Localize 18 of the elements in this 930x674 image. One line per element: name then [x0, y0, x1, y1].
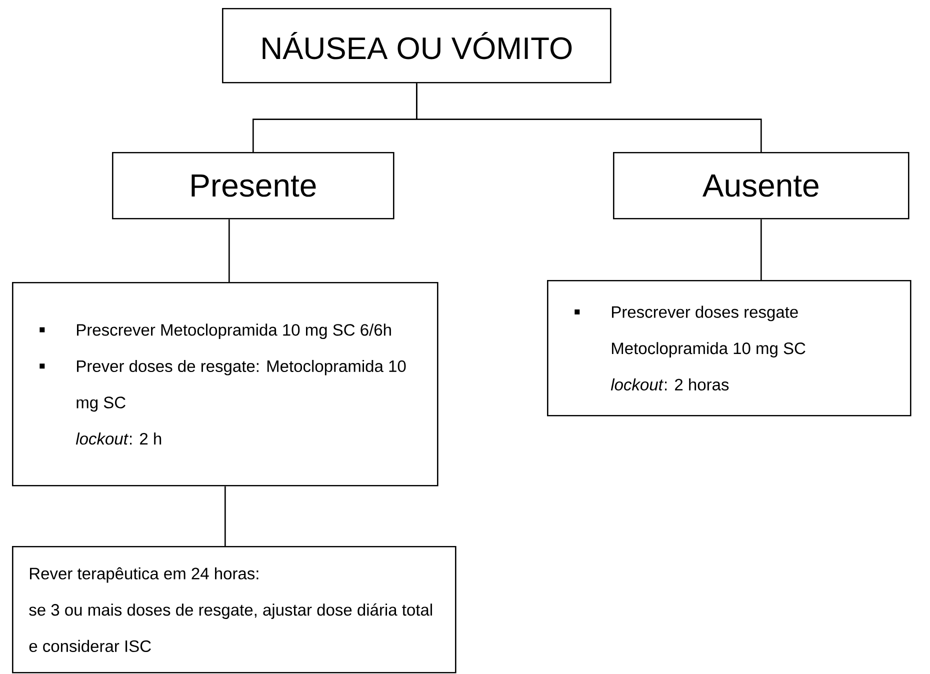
branch-box [112, 152, 394, 220]
connector [760, 219, 762, 280]
note-box [12, 546, 456, 674]
connector [224, 486, 226, 546]
box-label: Ausente [702, 174, 818, 197]
instruction-box [12, 282, 438, 486]
connector [416, 83, 762, 152]
connector [228, 219, 230, 282]
list-item: se 3 ou mais doses de resgate, ajustar dose diária total e considerar ISC [29, 603, 432, 652]
list-item: Rever terapêutica em 24 horas: [30, 567, 258, 583]
box-label: NÁUSEA OU VÓMITO [262, 32, 572, 60]
box-label: Presente [192, 174, 316, 197]
branch-box [613, 152, 910, 220]
title-box [222, 8, 612, 84]
list-item: Prescrever Metoclopramida 10 mg SC 6/6h [77, 324, 391, 339]
list-item: lockout: 2 h [76, 432, 162, 445]
instruction-box [547, 280, 912, 416]
list-item: lockout: 2 horas [610, 378, 729, 390]
